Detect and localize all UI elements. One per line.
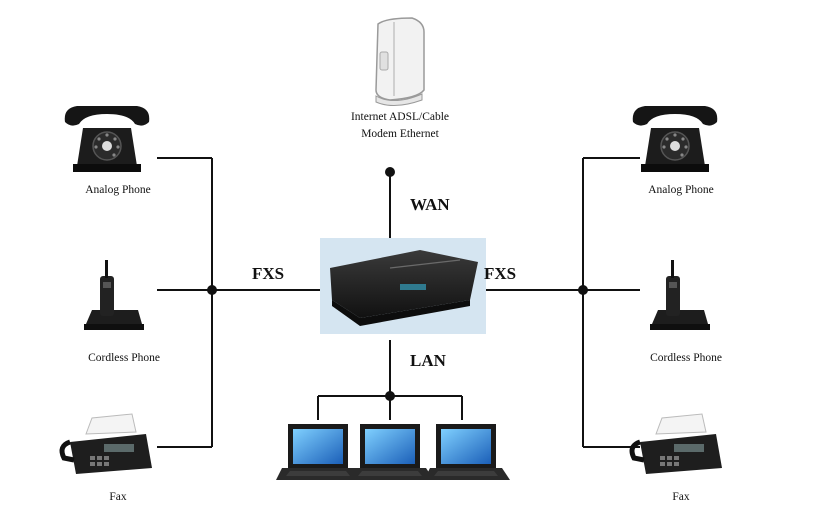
junction-dot-lan (385, 391, 395, 401)
right-cordless-phone-label: Cordless Phone (650, 352, 722, 364)
modem-icon (375, 17, 425, 106)
analog-phone-icon (64, 105, 150, 173)
right-analog-phone-label: Analog Phone (648, 184, 713, 196)
wan-label: WAN (410, 195, 450, 214)
left-analog-phone-label: Analog Phone (85, 184, 150, 196)
laptop-icon (276, 424, 362, 480)
cordless-phone-icon (650, 260, 710, 330)
fax-icon (632, 414, 722, 474)
right-fax-label: Fax (672, 491, 690, 503)
cordless-phone-icon (84, 260, 144, 330)
wiring (157, 157, 640, 448)
laptop-icon (424, 424, 510, 480)
fxs-right-label: FXS (484, 264, 516, 283)
left-cordless-phone-label: Cordless Phone (88, 352, 160, 364)
left-fax-label: Fax (109, 491, 127, 503)
junction-dot-wan (385, 167, 395, 177)
junction-dot-right (578, 285, 588, 295)
analog-phone-icon (632, 105, 718, 173)
fxs-left-label: FXS (252, 264, 284, 283)
laptop-icon (348, 424, 434, 480)
lan-label: LAN (410, 351, 447, 370)
modem-label-line1: Internet ADSL/Cable (351, 111, 449, 123)
router-icon (320, 238, 486, 334)
fax-icon (62, 414, 152, 474)
junction-dot-left (207, 285, 217, 295)
modem-label-line2: Modem Ethernet (361, 128, 439, 140)
